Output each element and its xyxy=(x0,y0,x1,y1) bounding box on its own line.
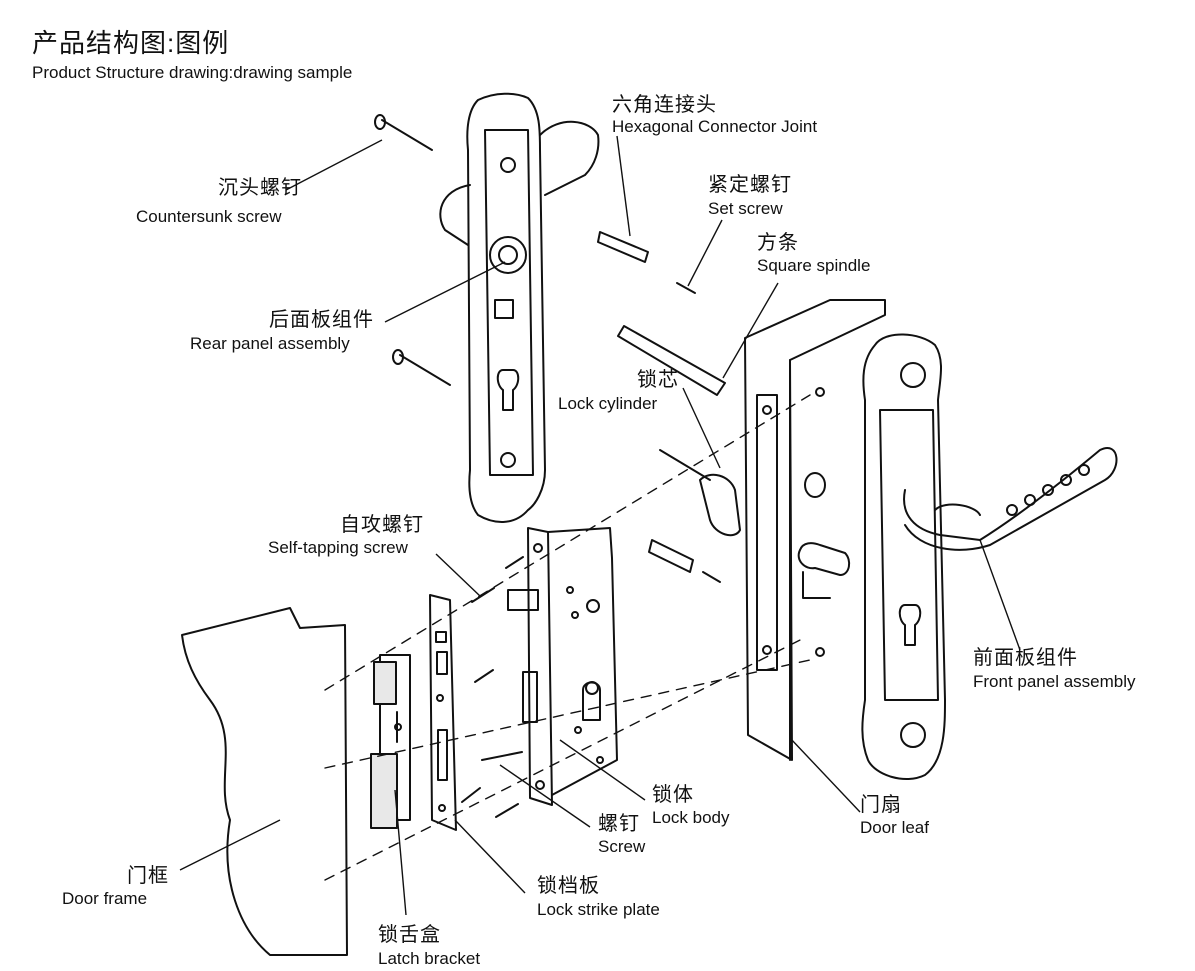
label-self-tapping-en: Self-tapping screw xyxy=(268,538,408,557)
rear-panel-shape xyxy=(466,92,546,523)
label-door-frame-zh: 门框 xyxy=(127,865,169,887)
label-front-panel-en: Front panel assembly xyxy=(973,672,1136,691)
label-door-frame-en: Door frame xyxy=(62,889,148,908)
label-lock-cylinder-zh: 锁芯 xyxy=(637,369,679,391)
lock-body-case xyxy=(547,527,618,796)
label-rear-panel-zh: 后面板组件 xyxy=(269,309,374,331)
front-panel-shape xyxy=(861,333,946,780)
rear-handle-shape xyxy=(539,120,600,196)
label-square-spindle-zh: 方条 xyxy=(757,232,799,254)
label-hex-joint-zh: 六角连接头 xyxy=(612,94,717,116)
front-handle-shape xyxy=(903,447,1118,551)
page-subtitle: Product Structure drawing:drawing sample xyxy=(32,63,353,82)
self-tapping-screws xyxy=(461,556,524,818)
label-rear-panel-en: Rear panel assembly xyxy=(190,334,350,353)
label-lock-body-en: Lock body xyxy=(652,808,730,827)
door-frame-shape xyxy=(181,607,348,956)
hex-joint-shape xyxy=(597,231,649,263)
label-countersunk-screw-zh: 沉头螺钉 xyxy=(218,177,302,199)
label-front-panel-zh: 前面板组件 xyxy=(973,647,1078,669)
label-lock-body-zh: 锁体 xyxy=(652,784,694,806)
page-title: 产品结构图:图例 xyxy=(32,28,230,58)
label-self-tapping-zh: 自攻螺钉 xyxy=(340,514,424,536)
strike-plate-shape xyxy=(429,594,457,831)
label-door-leaf-zh: 门扇 xyxy=(860,794,902,816)
label-strike-plate-zh: 锁档板 xyxy=(537,875,600,897)
label-screw-zh: 螺钉 xyxy=(598,813,640,835)
label-set-screw-zh: 紧定螺钉 xyxy=(708,174,792,196)
label-strike-plate-en: Lock strike plate xyxy=(537,900,660,919)
label-screw-en: Screw xyxy=(598,837,646,856)
door-leaf-shape xyxy=(744,299,886,761)
lock-cylinder-shape xyxy=(797,542,851,576)
label-latch-bracket-en: Latch bracket xyxy=(378,949,481,968)
square-spindle-shape xyxy=(617,325,726,396)
label-lock-cylinder-en: Lock cylinder xyxy=(558,394,658,413)
label-latch-bracket-zh: 锁舌盒 xyxy=(378,924,441,946)
label-set-screw-en: Set screw xyxy=(708,199,783,218)
label-countersunk-screw-en: Countersunk screw xyxy=(136,207,282,226)
label-hex-joint-en: Hexagonal Connector Joint xyxy=(612,117,818,136)
countersunk-screws xyxy=(374,114,451,386)
label-square-spindle-en: Square spindle xyxy=(757,256,871,275)
lock-body-faceplate xyxy=(527,527,553,806)
label-door-leaf-en: Door leaf xyxy=(860,818,929,837)
